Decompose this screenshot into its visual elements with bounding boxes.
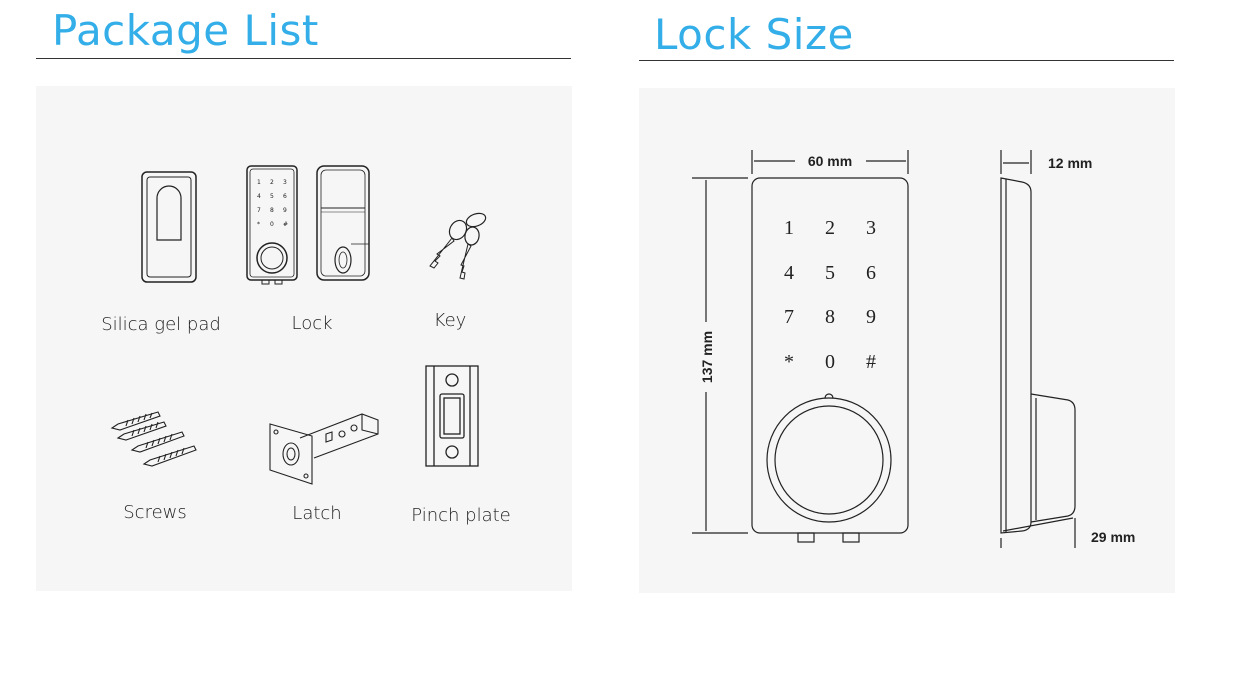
lock-size-title: Lock Size (654, 10, 854, 59)
svg-text:2: 2 (270, 179, 274, 186)
keypad-key: * (784, 351, 794, 373)
width-dimension-label: 60 mm (808, 153, 852, 169)
svg-text:6: 6 (283, 193, 287, 200)
lock-side-view-diagram: 12 mm 29 mm (1000, 150, 1135, 548)
pinch-plate-icon (425, 365, 479, 467)
svg-text:3: 3 (283, 179, 287, 186)
keypad-key: 2 (825, 217, 835, 239)
svg-text:#: # (283, 221, 288, 228)
pinch-plate-label: Pinch plate (411, 505, 511, 526)
bottom-depth-dimension-label: 29 mm (1091, 529, 1135, 545)
keypad-key: 6 (866, 262, 876, 284)
screws-label: Screws (123, 502, 187, 523)
keypad-key: 4 (784, 262, 794, 284)
top-depth-dimension-label: 12 mm (1048, 155, 1092, 171)
lock-size-panel (639, 88, 1175, 593)
svg-text:0: 0 (270, 221, 274, 228)
keypad-key: 0 (825, 351, 835, 373)
svg-text:7: 7 (257, 207, 261, 214)
keypad-key: 7 (784, 306, 794, 328)
screws-icon (110, 411, 197, 467)
keypad-key: 1 (784, 217, 794, 239)
keypad-key: 5 (825, 262, 835, 284)
svg-text:8: 8 (270, 207, 274, 214)
title-underline (36, 58, 571, 59)
key-icon (429, 212, 487, 280)
keypad-key: # (866, 351, 876, 373)
package-list-title: Package List (52, 6, 319, 55)
lock-icon: 1 2 3 4 5 6 7 8 9 * 0 # (246, 165, 370, 285)
svg-text:*: * (257, 221, 260, 228)
svg-text:9: 9 (283, 207, 287, 214)
lock-label: Lock (291, 313, 333, 334)
svg-text:5: 5 (270, 193, 274, 200)
svg-text:1: 1 (257, 179, 261, 186)
key-label: Key (433, 310, 467, 331)
silica-gel-pad-icon (141, 171, 197, 283)
height-dimension-label: 137 mm (699, 331, 715, 383)
latch-icon (269, 413, 379, 485)
lock-front-view-diagram: 60 mm 137 mm 1 2 3 4 5 6 7 8 9 * 0 # (692, 150, 909, 543)
keypad-key: 3 (866, 217, 876, 239)
latch-label: Latch (292, 503, 342, 524)
svg-text:4: 4 (257, 193, 261, 200)
package-list-panel (36, 86, 572, 591)
keypad: 1 2 3 4 5 6 7 8 9 * 0 # (784, 217, 876, 373)
title-underline (639, 60, 1174, 61)
keypad-key: 9 (866, 306, 876, 328)
keypad-key: 8 (825, 306, 835, 328)
silica-gel-pad-label: Silica gel pad (101, 314, 221, 335)
